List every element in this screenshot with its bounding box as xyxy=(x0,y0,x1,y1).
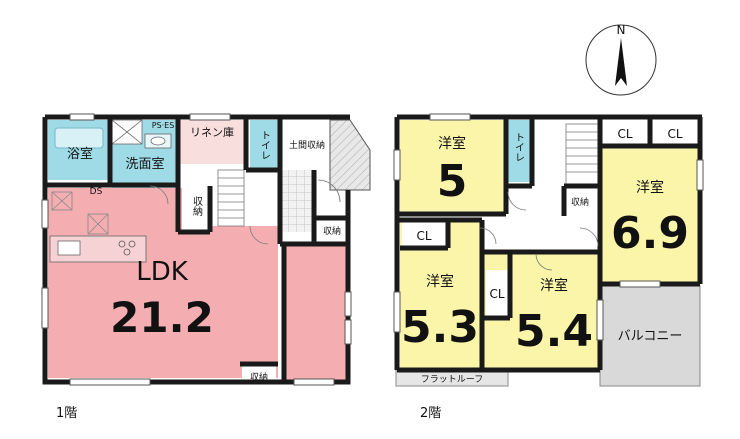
balcony-label: バルコニー xyxy=(618,329,683,344)
hall-room-fill xyxy=(286,244,346,380)
cl-mid-fill xyxy=(402,222,446,246)
earth-storage-fill xyxy=(284,120,330,170)
ldk-fill-right xyxy=(190,226,278,378)
room-d-size: 5.4 xyxy=(515,306,593,357)
storage-center-label: 収納 xyxy=(191,196,203,217)
floor2-caption: 2階 xyxy=(420,406,441,421)
floor2-doors xyxy=(479,191,599,271)
cl-top-left-fill xyxy=(602,120,648,146)
floor1-plan: 浴室 洗面室 PS·ES リネン庫 トイレ 土間収納 収納 収納 収納 DS L… xyxy=(41,113,371,421)
storage-bottom-label: 収納 xyxy=(250,371,268,383)
bath-label: 浴室 xyxy=(67,146,93,162)
stairs-floor1 xyxy=(217,169,245,227)
room-a-label: 洋室 xyxy=(438,135,466,152)
kitchen-sink xyxy=(57,240,81,256)
cl-top-right-label: CL xyxy=(667,127,682,141)
storage-center-fill xyxy=(182,188,208,230)
bathtub xyxy=(54,127,104,149)
room-a-fill xyxy=(400,120,504,212)
compass: N xyxy=(585,23,657,96)
north-label: N xyxy=(617,23,626,37)
floor1-doors xyxy=(149,179,341,245)
room-b-label: 洋室 xyxy=(636,179,664,196)
entrance-tiles xyxy=(282,170,312,232)
toilet1-fill xyxy=(250,120,278,170)
room-c-size: 5.3 xyxy=(401,302,479,353)
flat-roof-label: フラットルーフ xyxy=(421,374,483,385)
cl-top-left-label: CL xyxy=(617,127,632,141)
ldk-label: LDK xyxy=(136,257,189,287)
cl-small-label: CL xyxy=(489,287,504,301)
porch xyxy=(329,119,371,191)
floor2-plan: 洋室 5 トイレ CL CL 洋室 6.9 収納 CL 洋室 5.3 CL 洋室… xyxy=(393,113,704,421)
linen-fill xyxy=(178,120,244,164)
ldk-fill-left xyxy=(48,188,190,378)
ldk-size: 21.2 xyxy=(110,293,214,342)
floor1-caption: 1階 xyxy=(56,406,77,421)
earth-storage-label: 土間収納 xyxy=(289,139,325,151)
stairs-floor2 xyxy=(565,123,599,185)
ds-label: DS xyxy=(90,187,103,197)
kitchen-appliance xyxy=(87,213,109,235)
room-b-size: 6.9 xyxy=(611,208,689,259)
linen-label: リネン庫 xyxy=(190,125,234,139)
toilet1-label: トイレ xyxy=(259,130,271,160)
balcony-fill xyxy=(599,285,701,387)
cl-small-fill xyxy=(486,270,508,316)
ps-es-label: PS·ES xyxy=(152,121,175,130)
room-a-size: 5 xyxy=(437,156,468,207)
storage2-fill xyxy=(564,188,594,214)
north-arrow-icon xyxy=(615,38,627,86)
room-d-label: 洋室 xyxy=(540,277,568,294)
washroom-label: 洗面室 xyxy=(125,156,164,172)
cl-top-right-fill xyxy=(652,120,698,146)
cl-mid-label: CL xyxy=(416,229,431,243)
toilet2-label: トイレ xyxy=(513,132,525,162)
floor2-windows xyxy=(393,113,704,341)
storage-right-label: 収納 xyxy=(323,225,341,237)
room-c-label: 洋室 xyxy=(426,273,454,290)
floor1-windows xyxy=(41,113,352,386)
storage-right-fill xyxy=(318,220,346,242)
storage2-label: 収納 xyxy=(571,196,589,208)
floor1-walls xyxy=(42,114,351,385)
